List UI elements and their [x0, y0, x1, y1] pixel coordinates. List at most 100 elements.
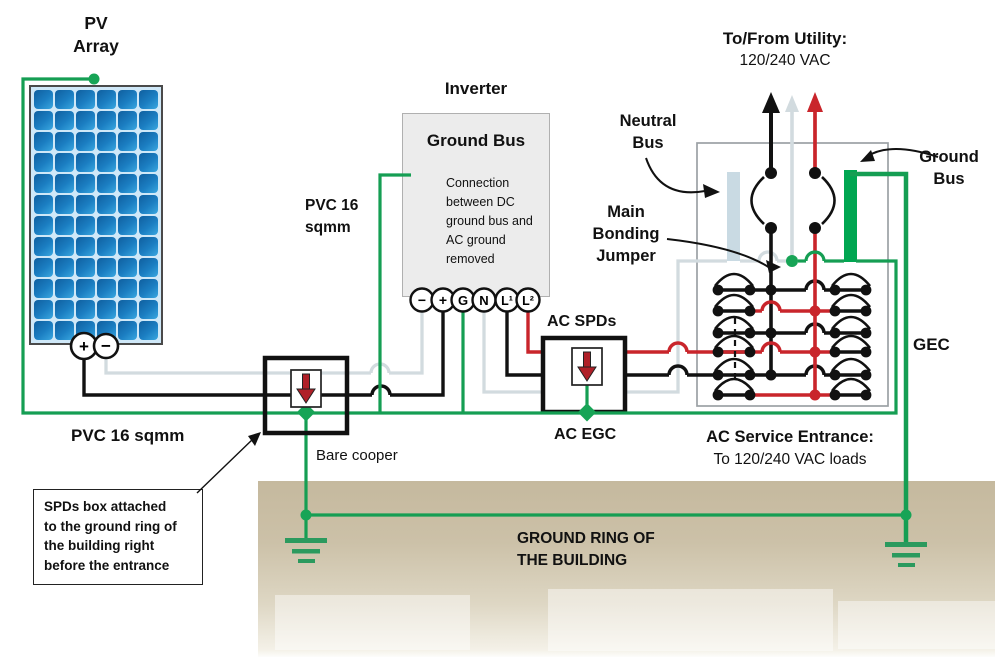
soil-patch — [548, 589, 833, 651]
soil-patch — [838, 601, 995, 649]
pv-cell — [34, 237, 53, 256]
ground-bus-label: Ground Bus — [919, 148, 979, 188]
pv-array-label: PV Array — [73, 13, 119, 56]
pv-cell — [55, 132, 74, 151]
pv-cell — [139, 195, 158, 214]
pv-cell — [55, 321, 74, 340]
pv-cell — [76, 174, 95, 193]
pv-cell — [139, 321, 158, 340]
pv-cell — [118, 90, 137, 109]
utility-title: To/From Utility: — [722, 29, 848, 48]
neutral-bus-label: Neutral Bus — [619, 112, 677, 152]
pv-cell — [55, 300, 74, 319]
pv-cell — [97, 174, 116, 193]
pv-cell — [118, 279, 137, 298]
pv-cell — [76, 153, 95, 172]
pv-cell — [34, 300, 53, 319]
pv-cell — [118, 216, 137, 235]
pv-cell — [139, 216, 158, 235]
gec-label: GEC — [913, 335, 950, 354]
pv-cell — [118, 237, 137, 256]
pv-cell — [34, 174, 53, 193]
up-arrow-icon — [785, 95, 799, 112]
pv-cell — [118, 321, 137, 340]
branch-breaker-bank — [712, 272, 872, 401]
red-bus-dots — [809, 305, 821, 401]
pv-cell — [34, 258, 53, 277]
service-panel — [696, 142, 889, 407]
pv-cell — [76, 279, 95, 298]
pv-cell — [97, 90, 116, 109]
pv-cell — [139, 258, 158, 277]
utility-sub: 120/240 VAC — [739, 52, 831, 69]
pv-cell — [97, 321, 116, 340]
utility-arrows — [762, 92, 823, 113]
pv-cell — [139, 237, 158, 256]
pv-cell — [76, 216, 95, 235]
pvc-label-top: PVC 16 sqmm — [305, 197, 359, 236]
pv-cell — [55, 174, 74, 193]
pv-cell — [139, 300, 158, 319]
inverter-ground-bus-title: Ground Bus — [426, 131, 526, 150]
pv-cell — [118, 195, 137, 214]
main-breaker-icon — [750, 176, 836, 225]
pv-cell — [97, 279, 116, 298]
panel-junction-dots — [765, 167, 821, 381]
pv-cell — [139, 153, 158, 172]
soil-patch — [275, 595, 470, 650]
inverter-note: Connection between DC ground bus and AC … — [446, 176, 533, 266]
dc-spd-module — [290, 369, 322, 408]
pv-cell — [118, 258, 137, 277]
pv-cell — [34, 132, 53, 151]
pv-cell — [55, 237, 74, 256]
pv-cell — [118, 132, 137, 151]
pv-cell — [55, 279, 74, 298]
pv-cell — [76, 195, 95, 214]
pv-cell — [97, 195, 116, 214]
ac-spd-module — [571, 347, 603, 386]
pv-cell — [139, 132, 158, 151]
pv-cell — [118, 300, 137, 319]
pv-cell — [34, 195, 53, 214]
pv-cell — [97, 258, 116, 277]
main-bonding-jumper-node — [786, 255, 798, 267]
pv-cell — [55, 111, 74, 130]
main-bonding-jumper-label: Main Bonding Jumper — [592, 203, 660, 265]
pv-cell — [55, 153, 74, 172]
pv-cell — [34, 279, 53, 298]
pv-cell — [97, 216, 116, 235]
pv-cell — [76, 321, 95, 340]
pv-cell — [118, 111, 137, 130]
pv-cell — [139, 174, 158, 193]
neutral-bus-bar — [727, 172, 740, 261]
ac-egc-label: AC EGC — [554, 426, 617, 443]
ground-bus-bar — [844, 170, 857, 262]
inverter-box: Ground Bus Connection between DC ground … — [402, 113, 550, 297]
pv-cell — [97, 111, 116, 130]
pv-cell — [139, 90, 158, 109]
surge-arrow-icon — [577, 351, 597, 382]
ac-spd-box — [540, 335, 628, 415]
pv-cell — [55, 258, 74, 277]
service-entrance-title: AC Service Entrance: — [706, 428, 874, 446]
pv-cell — [76, 132, 95, 151]
dc-spd-box — [262, 355, 350, 436]
spd-note-box: SPDs box attached to the ground ring of … — [33, 489, 203, 585]
pv-cell — [34, 153, 53, 172]
pv-cell — [55, 195, 74, 214]
pv-cell — [97, 237, 116, 256]
pv-cell — [76, 90, 95, 109]
pv-cell — [34, 321, 53, 340]
bare-copper-label: Bare cooper — [316, 447, 398, 464]
up-arrow-icon — [762, 92, 780, 113]
pv-cell — [55, 216, 74, 235]
pv-cell-grid — [34, 90, 158, 340]
pv-cell — [76, 258, 95, 277]
pv-cell — [97, 300, 116, 319]
pv-cell — [34, 216, 53, 235]
pvc-label-bottom: PVC 16 sqmm — [71, 426, 185, 445]
ground-ring-label: GROUND RING OF THE BUILDING — [517, 530, 655, 569]
inverter-label: Inverter — [444, 79, 508, 98]
pv-cell — [118, 153, 137, 172]
